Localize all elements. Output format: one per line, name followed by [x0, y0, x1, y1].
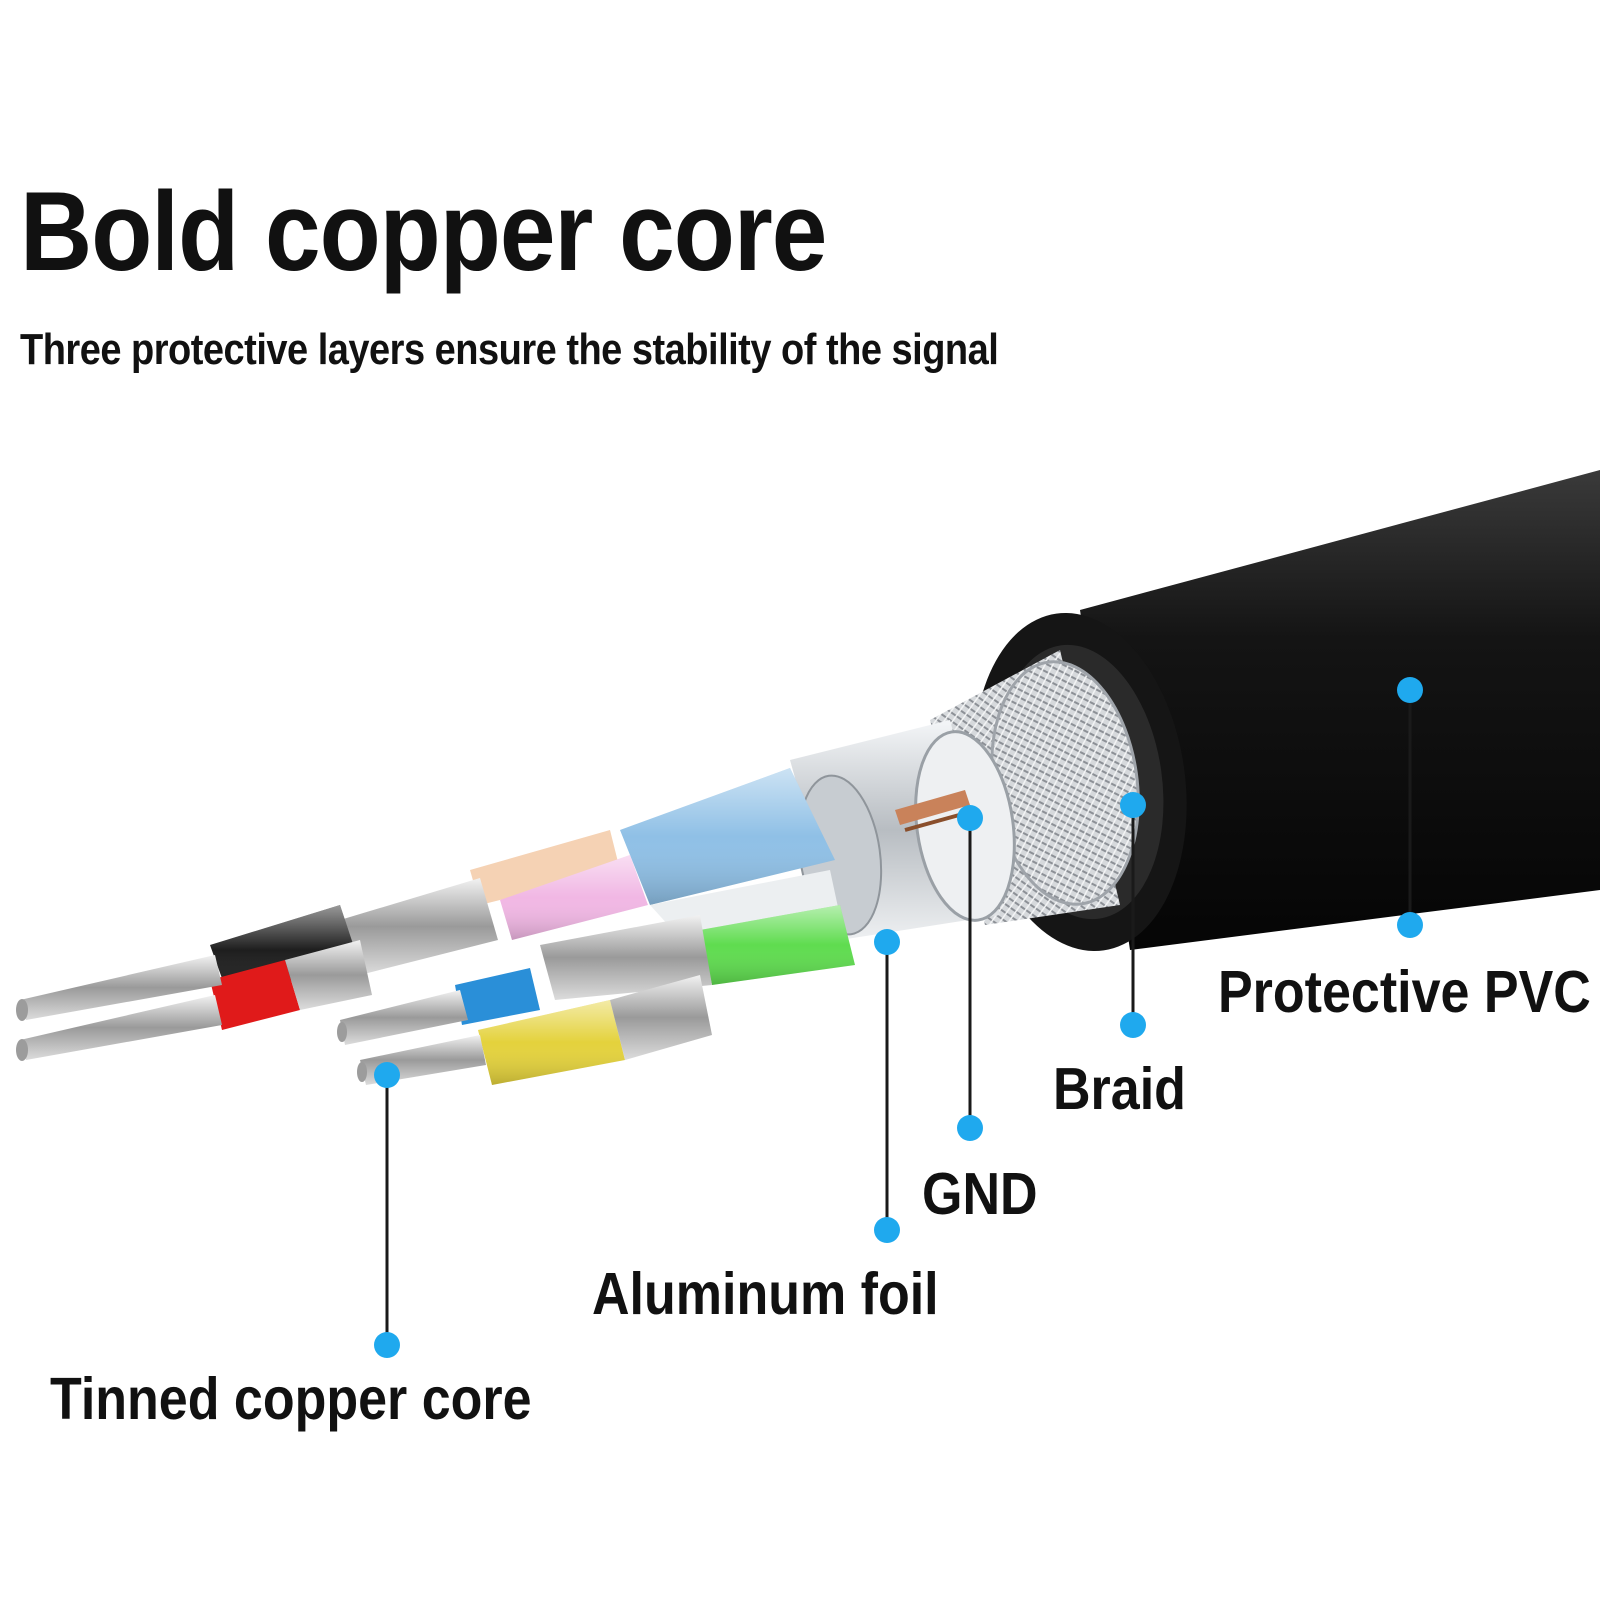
marker-pvc-bottom	[1397, 912, 1423, 938]
page-title: Bold copper core	[20, 169, 827, 295]
marker-braid-top	[1120, 792, 1146, 818]
label-protective-pvc: Protective PVC	[1218, 959, 1591, 1026]
lower-wire-group	[337, 905, 855, 1085]
marker-foil-bottom	[874, 1217, 900, 1243]
marker-gnd-bottom	[957, 1115, 983, 1141]
callout-markers	[374, 677, 1423, 1358]
label-tinned-copper-core: Tinned copper core	[50, 1366, 532, 1433]
marker-core-bottom	[374, 1332, 400, 1358]
label-braid: Braid	[1053, 1056, 1186, 1123]
label-aluminum-foil: Aluminum foil	[592, 1261, 939, 1328]
upper-wire-group	[16, 768, 845, 1061]
marker-braid-bottom	[1120, 1012, 1146, 1038]
marker-pvc-top	[1397, 677, 1423, 703]
label-gnd: GND	[922, 1161, 1038, 1228]
marker-core-top	[374, 1062, 400, 1088]
marker-foil-top	[874, 929, 900, 955]
page-subtitle: Three protective layers ensure the stabi…	[20, 326, 999, 375]
marker-gnd-top	[957, 805, 983, 831]
